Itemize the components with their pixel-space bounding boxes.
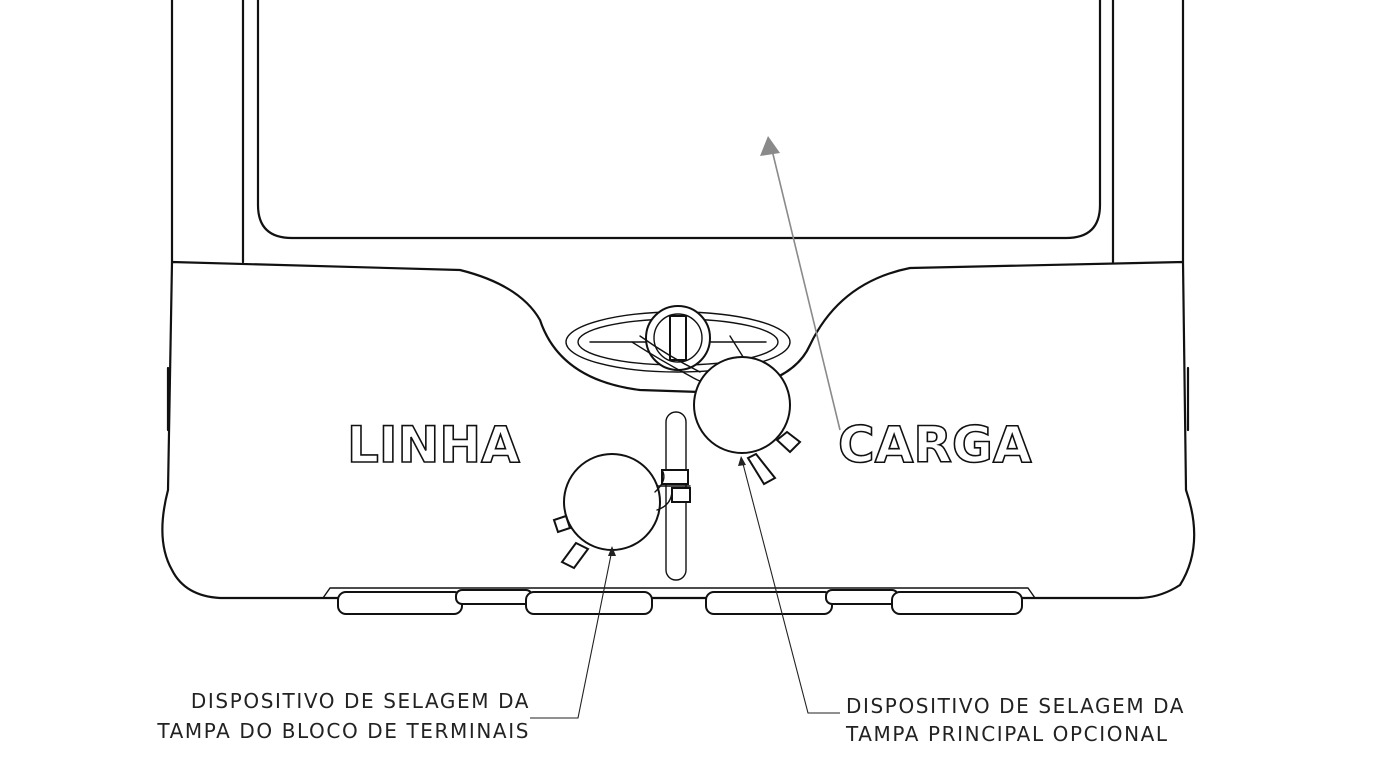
bottom-feet [322,587,1036,615]
line-side-label: LINHA [347,416,520,474]
terminal-cover-seal-callout-line2: TAMPA DO BLOCO DE TERMINAIS [156,719,530,743]
upper-housing [170,0,1185,264]
terminal-cover-seal-device [552,453,673,570]
terminal-cover-body [161,260,1196,600]
main-cover-seal-callout-line2: TAMPA PRINCIPAL OPCIONAL [845,722,1169,746]
terminal-cover-seal-callout-line1: DISPOSITIVO DE SELAGEM DA [191,689,530,713]
terminal-slot [654,411,691,581]
leader-terminal-cover-seal [530,546,616,719]
display-window [256,0,1102,240]
leader-main-cover-seal [738,456,840,714]
main-cover-seal-slot [565,305,791,385]
pointer-arrow [760,136,841,431]
load-side-label: CARGA [838,416,1032,474]
main-cover-seal-device [693,356,802,486]
main-cover-seal-callout-line1: DISPOSITIVO DE SELAGEM DA [846,694,1185,718]
